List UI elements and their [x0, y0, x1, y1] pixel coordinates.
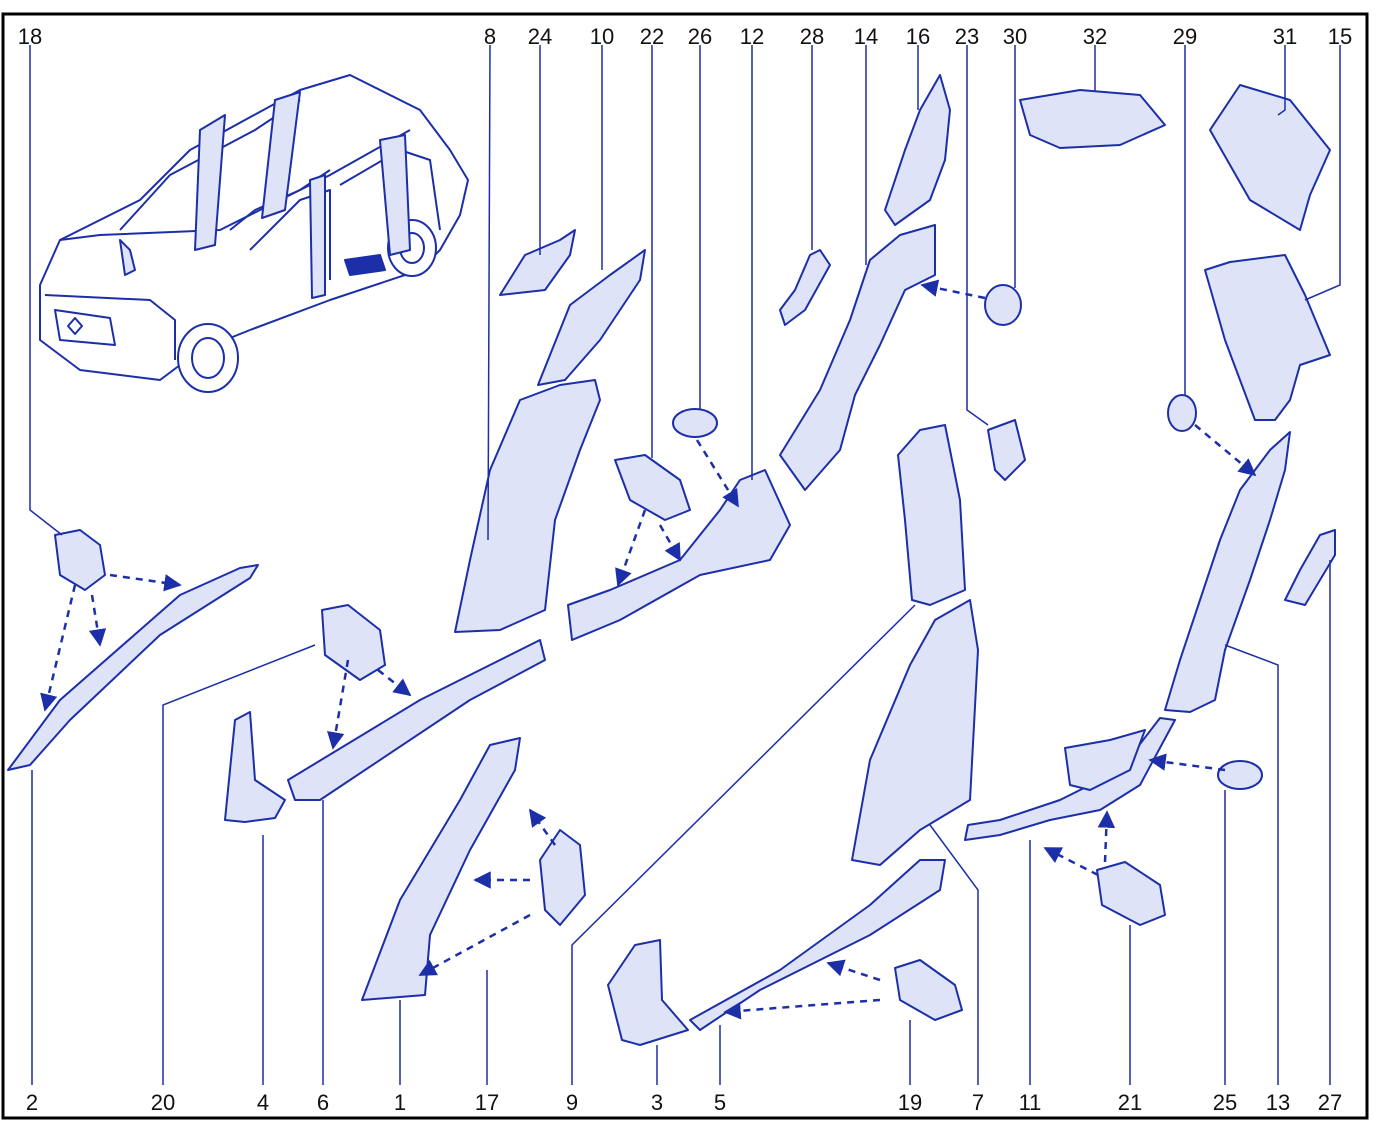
callout-12: 12	[740, 24, 764, 49]
callout-5: 5	[714, 1090, 726, 1115]
part-22-clip	[614, 454, 691, 521]
part-1-pillar	[361, 737, 521, 1001]
part-26-plug	[672, 408, 718, 438]
part-2-trim	[7, 564, 259, 771]
part-8-pillar	[454, 379, 601, 633]
callout-15: 15	[1328, 24, 1352, 49]
part-18-clip	[54, 529, 106, 591]
car-illustration	[39, 74, 469, 393]
callout-17: 17	[475, 1090, 499, 1115]
callout-1: 1	[394, 1090, 406, 1115]
part-32	[1019, 89, 1166, 149]
callout-16: 16	[906, 24, 930, 49]
callout-6: 6	[317, 1090, 329, 1115]
part-21-clip	[1096, 861, 1166, 926]
part-11-panel	[1064, 729, 1146, 791]
leader-lines	[29, 44, 1341, 1085]
callout-13: 13	[1266, 1090, 1290, 1115]
callout-14: 14	[854, 24, 878, 49]
callout-8: 8	[484, 24, 496, 49]
callout-32: 32	[1083, 24, 1107, 49]
part-17-clip	[539, 829, 586, 926]
part-29-plug	[1167, 394, 1197, 432]
callout-20: 20	[151, 1090, 175, 1115]
callout-2: 2	[26, 1090, 38, 1115]
callout-22: 22	[640, 24, 664, 49]
part-16	[884, 74, 951, 226]
callout-30: 30	[1003, 24, 1027, 49]
callout-24: 24	[528, 24, 552, 49]
part-14-pillar	[779, 224, 936, 491]
callout-26: 26	[688, 24, 712, 49]
part-27-bracket	[1284, 529, 1336, 606]
callout-28: 28	[800, 24, 824, 49]
callout-18: 18	[18, 24, 42, 49]
callout-23: 23	[955, 24, 979, 49]
callout-11: 11	[1019, 1090, 1042, 1115]
part-25-plug	[1217, 760, 1263, 790]
part-31	[1209, 84, 1331, 231]
part-30-plug	[984, 284, 1022, 326]
callout-29: 29	[1173, 24, 1197, 49]
part-23	[987, 419, 1026, 481]
callout-7: 7	[972, 1090, 984, 1115]
part-11-sill	[964, 717, 1176, 841]
part-13-trim	[1164, 431, 1291, 713]
callout-9: 9	[566, 1090, 578, 1115]
callout-21: 21	[1118, 1090, 1142, 1115]
part-20-clip	[321, 604, 386, 681]
callout-10: 10	[590, 24, 614, 49]
callout-27: 27	[1318, 1090, 1342, 1115]
part-15	[1204, 254, 1331, 421]
part-10	[537, 249, 646, 386]
callout-19: 19	[898, 1090, 922, 1115]
diagram-frame	[1, 12, 1369, 1120]
part-19-clip	[894, 959, 963, 1021]
part-6-sill	[287, 639, 546, 801]
part-12-trim	[567, 469, 791, 641]
part-7-trim	[851, 599, 979, 866]
bottom-callouts: 2 20 4 6 1 17 9 3 5 19 7 11 21 25 13 27	[26, 1090, 1342, 1115]
top-callouts: 18 8 24 10 22 26 12 28 14 16 23 30 32 29…	[18, 24, 1352, 49]
callout-3: 3	[651, 1090, 663, 1115]
callout-4: 4	[257, 1090, 269, 1115]
callout-31: 31	[1273, 24, 1297, 49]
assembly-arrows	[40, 279, 1257, 1020]
part-9-pillar	[897, 424, 966, 606]
part-3-bracket	[607, 939, 689, 1046]
part-4-trim	[224, 711, 286, 823]
callout-25: 25	[1213, 1090, 1237, 1115]
part-24	[499, 229, 576, 296]
part-28-bracket	[779, 249, 831, 326]
